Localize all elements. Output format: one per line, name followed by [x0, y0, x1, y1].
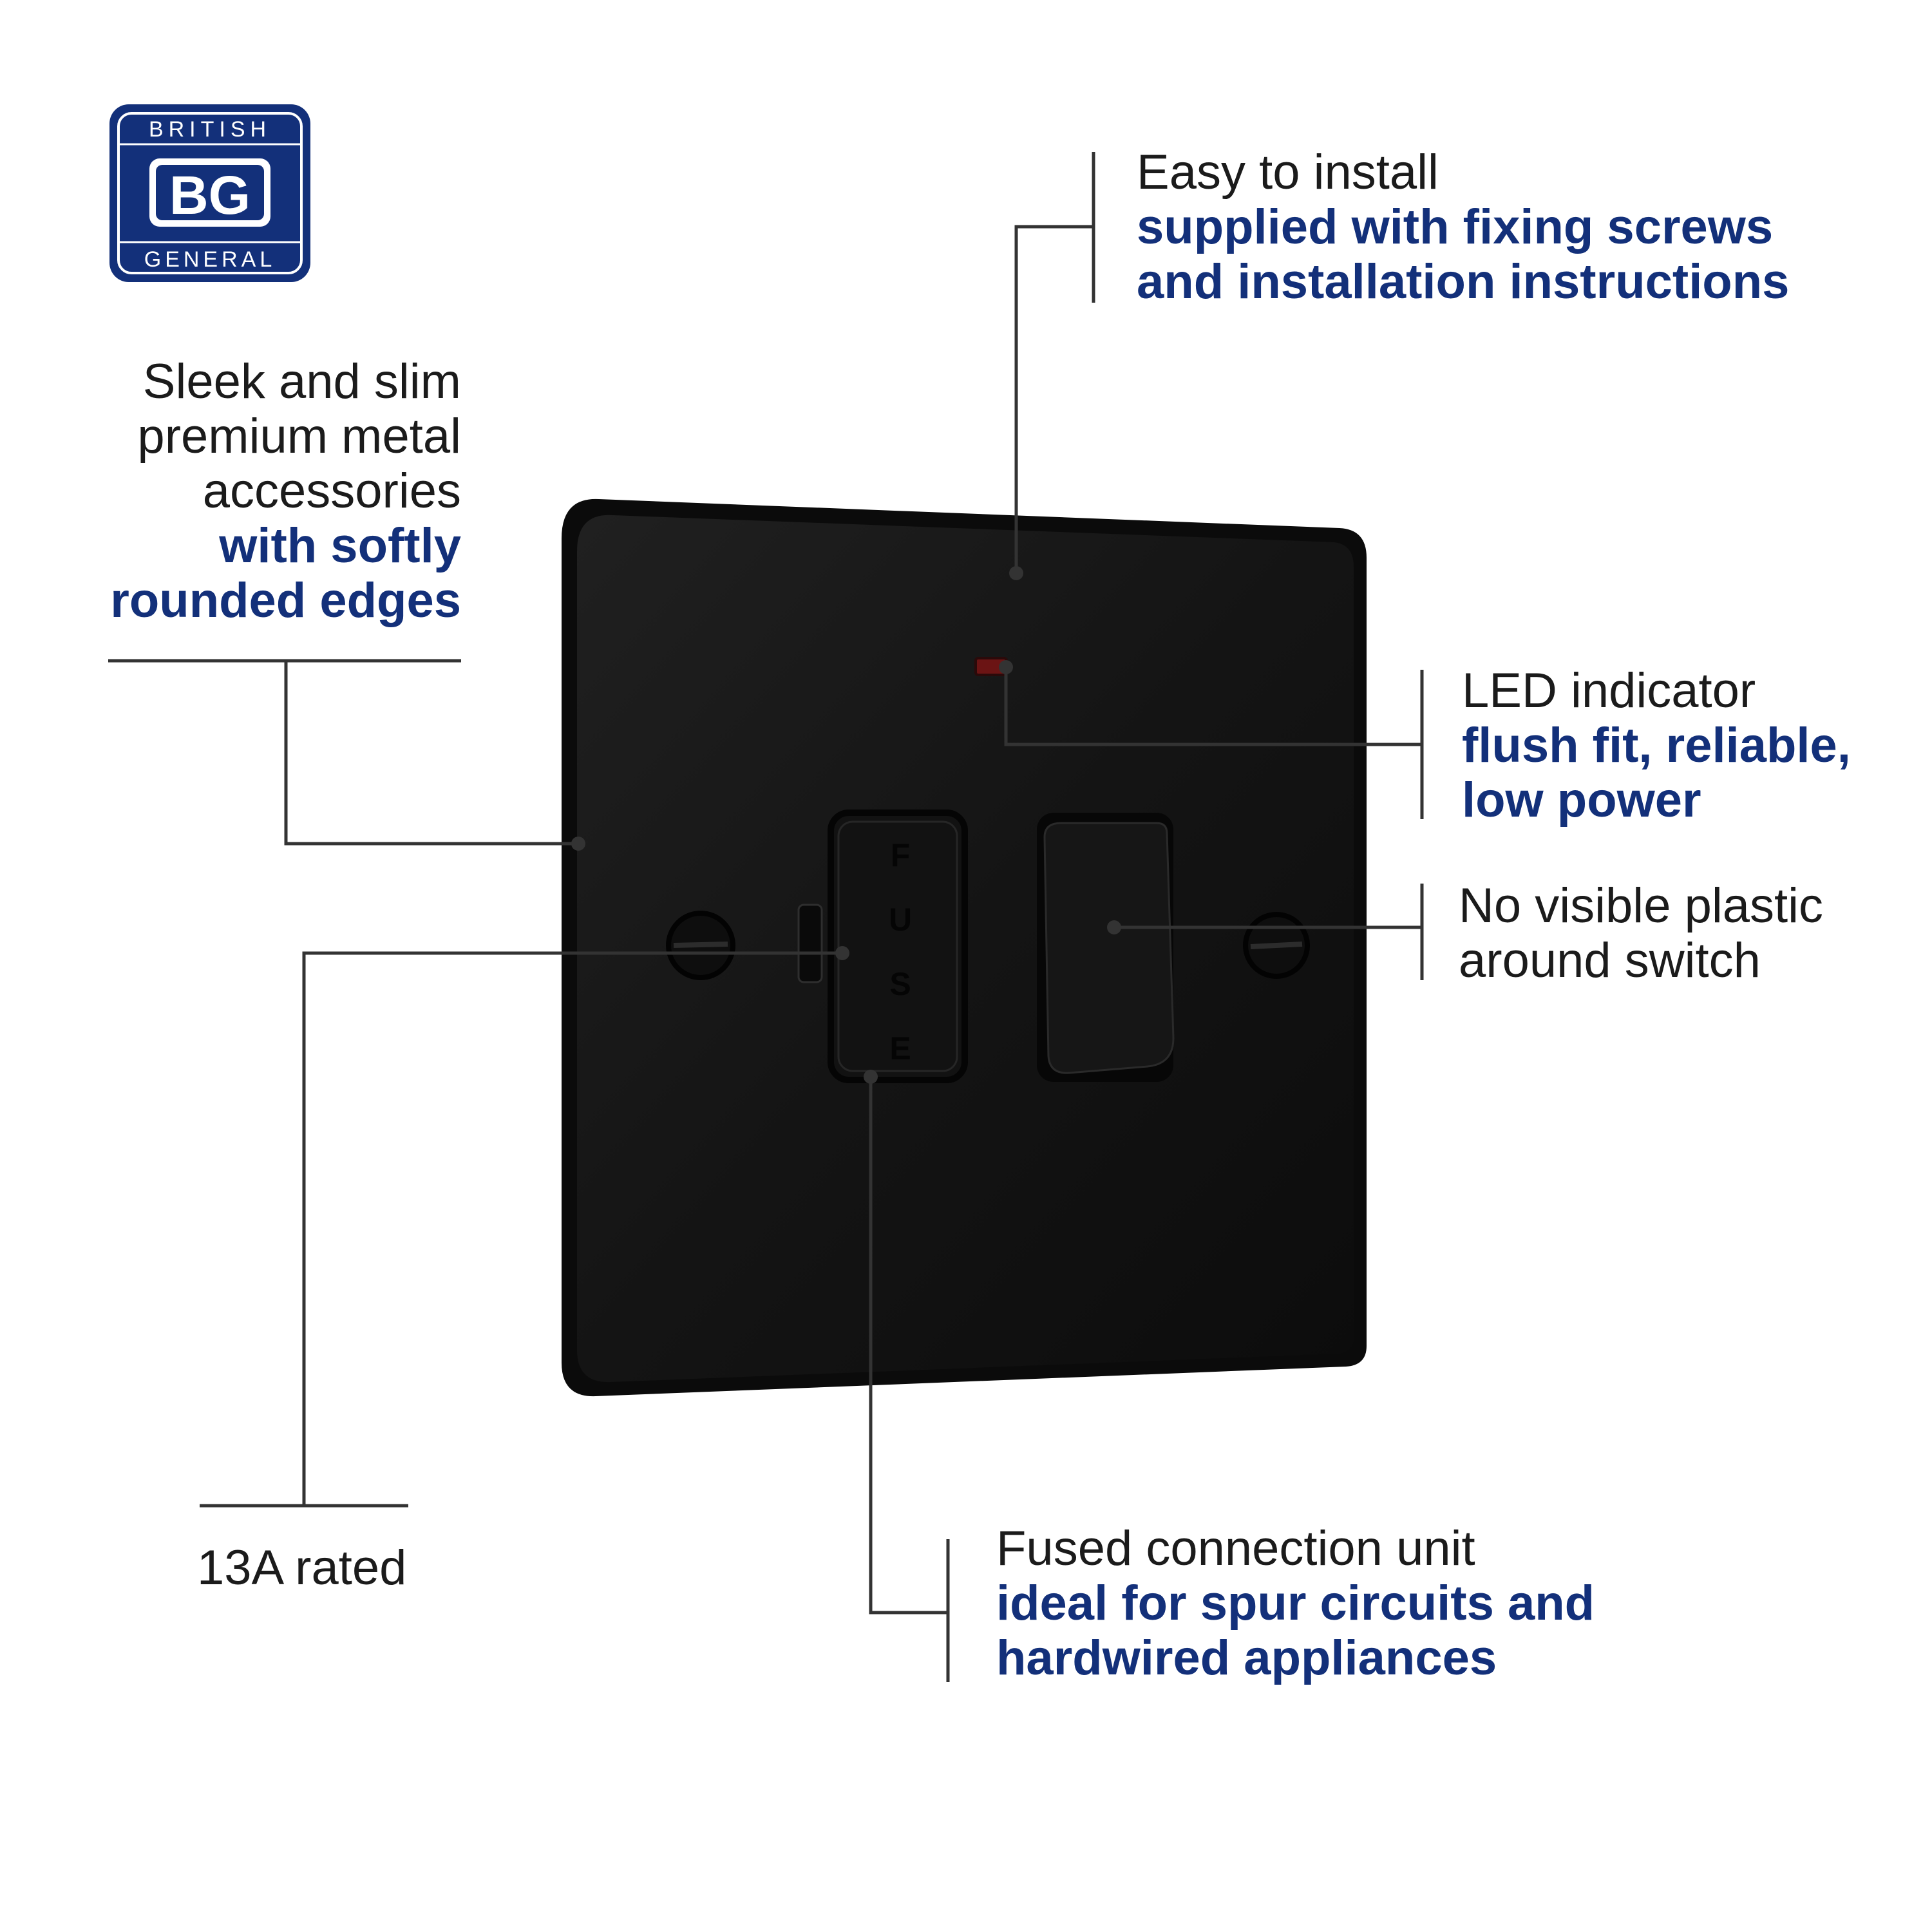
fuse-carrier — [828, 810, 968, 1083]
led-line-1: flush fit, reliable, — [1462, 718, 1851, 773]
rating-title: 13A rated — [197, 1540, 407, 1595]
logo-top-text: BRITISH — [149, 117, 271, 142]
logo-bottom-text: GENERAL — [144, 247, 276, 272]
callout-13a-rated: 13A rated — [197, 1540, 406, 1595]
fuse-letter-u: U — [889, 902, 912, 938]
callout-easy-install: Easy to install supplied with fixing scr… — [1137, 145, 1789, 309]
design-title-line-2: premium metal — [137, 409, 461, 464]
design-title-line-3: accessories — [202, 464, 461, 518]
plastic-line-1: No visible plastic — [1459, 878, 1823, 933]
fused-line-1: ideal for spur circuits and — [996, 1576, 1595, 1631]
callout-fused-unit: Fused connection unit ideal for spur cir… — [996, 1521, 1595, 1685]
logo-monogram: BG — [169, 165, 251, 225]
design-line-2: rounded edges — [110, 573, 461, 628]
led-title: LED indicator — [1462, 663, 1756, 718]
fused-line-2: hardwired appliances — [996, 1631, 1497, 1685]
install-line-1: supplied with fixing screws — [1137, 200, 1774, 254]
leader-lines — [108, 152, 1424, 1682]
fuse-letter-f: F — [891, 837, 911, 873]
plastic-line-2: around switch — [1459, 933, 1761, 988]
left-screw — [666, 911, 735, 980]
fused-title: Fused connection unit — [996, 1521, 1475, 1576]
callout-sleek-design: Sleek and slim premium metal accessories… — [77, 354, 461, 628]
install-title: Easy to install — [1137, 145, 1439, 200]
callout-no-plastic: No visible plastic around switch — [1459, 878, 1823, 988]
fuse-carrier-notch — [797, 904, 823, 983]
callout-led-indicator: LED indicator flush fit, reliable, low p… — [1462, 663, 1851, 828]
fuse-letter-s: S — [889, 966, 911, 1002]
rocker-switch — [1043, 822, 1175, 1074]
fuse-letter-e: E — [889, 1030, 911, 1066]
leader-dots — [571, 566, 1121, 1084]
design-line-1: with softly — [219, 518, 461, 573]
led-line-2: low power — [1462, 773, 1701, 828]
british-general-logo: BRITISH BG GENERAL — [109, 104, 310, 282]
right-screw — [1243, 912, 1310, 979]
install-line-2: and installation instructions — [1137, 254, 1790, 309]
design-title-line-1: Sleek and slim — [142, 354, 461, 409]
